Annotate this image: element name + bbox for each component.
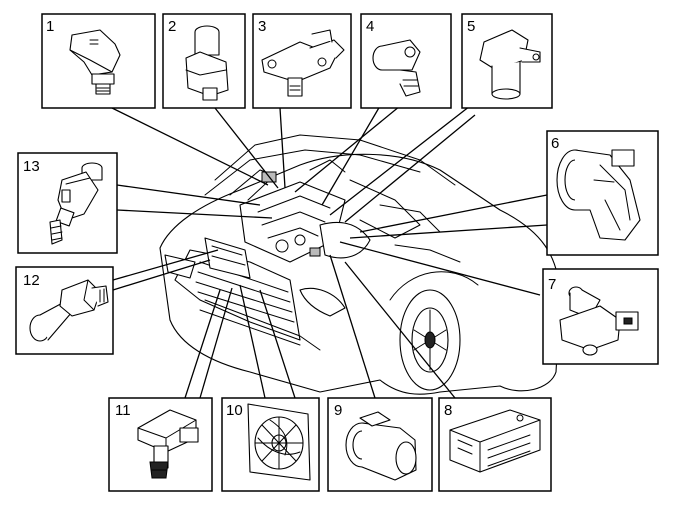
coolant-temp-sensor-icon [29, 279, 109, 342]
throttle-body-icon [556, 149, 641, 241]
radiator-fan-icon [247, 403, 311, 481]
water-valve-icon [559, 286, 639, 356]
temperature-sensor-icon [137, 409, 199, 479]
callout-4-label: 4 [366, 18, 374, 35]
callout-4: 4 [360, 13, 452, 109]
knock-sensor-icon [372, 39, 421, 97]
solenoid-valve-icon [185, 25, 229, 101]
callout-11-label: 11 [115, 402, 131, 419]
callout-8-label: 8 [444, 402, 452, 419]
crank-position-sensor-icon [479, 29, 541, 100]
callout-6-label: 6 [551, 135, 559, 152]
callout-1: 1 [41, 13, 156, 109]
callout-10: 10 [221, 397, 320, 492]
engine-control-module-icon [449, 409, 541, 473]
fuel-injector-icon [49, 162, 103, 245]
callout-11: 11 [108, 397, 213, 492]
callout-6: 6 [546, 130, 659, 256]
callout-12: 12 [15, 266, 114, 355]
callout-13-label: 13 [23, 158, 40, 175]
callout-13: 13 [17, 152, 118, 254]
callout-10-label: 10 [226, 402, 243, 419]
cam-position-sensor-icon [69, 29, 121, 95]
car-engine-bay-icon [159, 134, 561, 395]
callout-5-label: 5 [467, 18, 475, 35]
callout-7-label: 7 [548, 276, 556, 293]
callout-12-label: 12 [23, 272, 40, 289]
callout-8: 8 [438, 397, 552, 492]
mass-air-flow-sensor-icon [345, 411, 417, 481]
callout-2: 2 [162, 13, 246, 109]
callout-3: 3 [252, 13, 352, 109]
callout-3-label: 3 [258, 18, 266, 35]
pressure-sensor-icon [261, 29, 345, 97]
callout-9-label: 9 [334, 402, 342, 419]
leader-lines [111, 105, 548, 399]
callout-9: 9 [327, 397, 433, 492]
callout-5: 5 [461, 13, 553, 109]
callout-7: 7 [542, 268, 659, 365]
callout-2-label: 2 [168, 18, 176, 35]
callout-1-label: 1 [46, 18, 54, 35]
